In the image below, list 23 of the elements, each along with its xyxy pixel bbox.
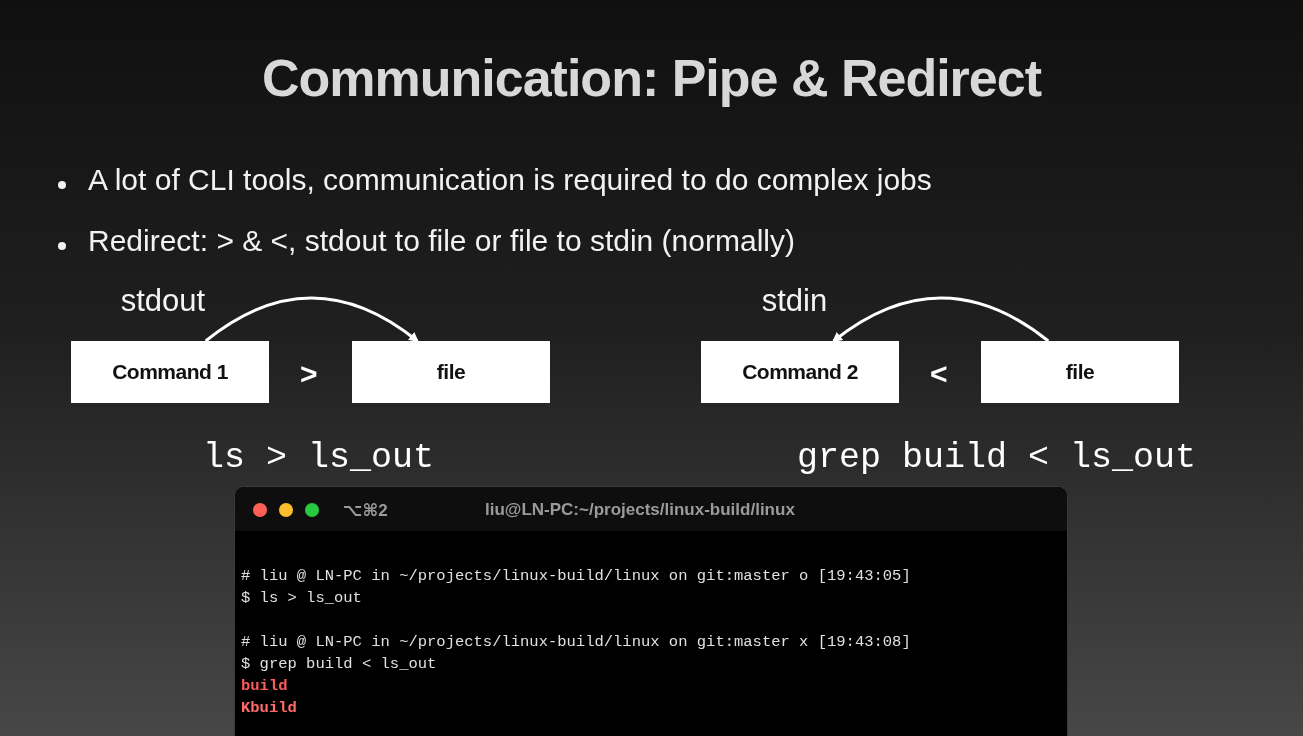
bullet-text: Redirect: > & <, stdout to file or file to stdin (normally): [88, 224, 795, 258]
command-text: grep build < ls_out: [797, 441, 1197, 476]
window-title: liu@LN-PC:~/projects/linux-build/linux: [485, 500, 795, 520]
terminal-line: $ ls > ls_out: [241, 589, 362, 607]
terminal-line: # liu @ LN-PC in ~/projects/linux-build/linux on git:master o [19:43:05]: [241, 567, 911, 585]
terminal-line: Kbuild: [241, 699, 297, 717]
terminal-line: $ grep build < ls_out: [241, 655, 437, 673]
process-box: file: [981, 341, 1179, 403]
curved-arrow: [832, 296, 1050, 343]
shortcut-text: ⌥⌘2: [343, 500, 388, 521]
terminal-line: build: [241, 677, 288, 695]
command-text: ls > ls_out: [203, 441, 435, 476]
slide-title: Communication: Pipe & Redirect: [261, 48, 1043, 108]
curved-arrow: [204, 296, 419, 343]
process-box: Command 1: [71, 341, 269, 403]
redirect-symbol: >: [300, 359, 318, 389]
bullet-text: A lot of CLI tools, communication is required to do complex jobs: [88, 163, 932, 197]
edge-label: stdin: [761, 285, 828, 316]
terminal-line: # liu @ LN-PC in ~/projects/linux-build/linux on git:master x [19:43:08]: [241, 633, 911, 651]
redirect-symbol: <: [930, 359, 948, 389]
process-box: Command 2: [701, 341, 899, 403]
edge-label: stdout: [120, 285, 206, 316]
process-box: file: [352, 341, 550, 403]
